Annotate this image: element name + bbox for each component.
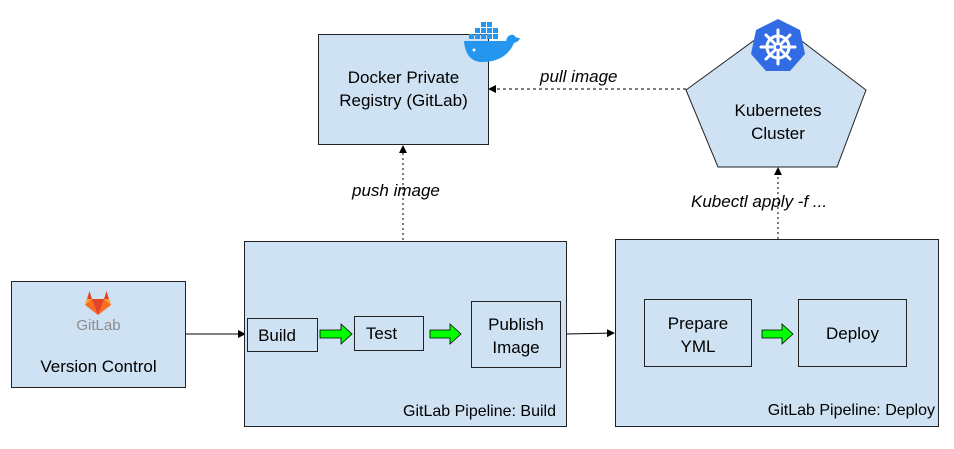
- version-control-label: Version Control: [40, 357, 157, 376]
- kubernetes-cluster-label: Kubernetes Cluster: [734, 101, 822, 143]
- test-stage-label: Test: [365, 324, 398, 343]
- build-to-test-arrow: [319, 323, 353, 345]
- build-stage-label: Build: [258, 326, 296, 345]
- kubectl-apply-label: Kubectl apply -f ...: [691, 192, 828, 211]
- version-control-node: [11, 281, 186, 388]
- pull-image-label: pull image: [540, 67, 618, 86]
- docker-whale-icon: [464, 22, 520, 62]
- docker-registry-label: Docker Private Registry (GitLab): [339, 68, 468, 110]
- publish-image-stage: [471, 301, 561, 368]
- kubernetes-helm-icon: [751, 19, 805, 71]
- prepare-to-deploy-arrow: [761, 323, 794, 345]
- gitlab-fox-icon: [85, 291, 111, 315]
- test-stage: [354, 316, 424, 351]
- test-to-publish-arrow: [429, 323, 462, 345]
- publish-image-label: Publish Image: [488, 315, 544, 357]
- build-pipeline-label: GitLab Pipeline: Build: [403, 403, 556, 420]
- docker-registry-node: [318, 34, 489, 145]
- prepare-yml-label: Prepare YML: [667, 314, 729, 356]
- prepare-yml-stage: [644, 299, 752, 367]
- gitlab-logo-text: GitLab: [76, 317, 121, 334]
- push-image-label: push image: [352, 181, 440, 200]
- build-stage: [247, 318, 318, 352]
- deploy-stage-label: Deploy: [826, 324, 879, 343]
- deploy-stage: [798, 299, 907, 367]
- deploy-pipeline-label: GitLab Pipeline: Deploy: [767, 402, 935, 419]
- build-to-deploy-arrow: [566, 329, 615, 338]
